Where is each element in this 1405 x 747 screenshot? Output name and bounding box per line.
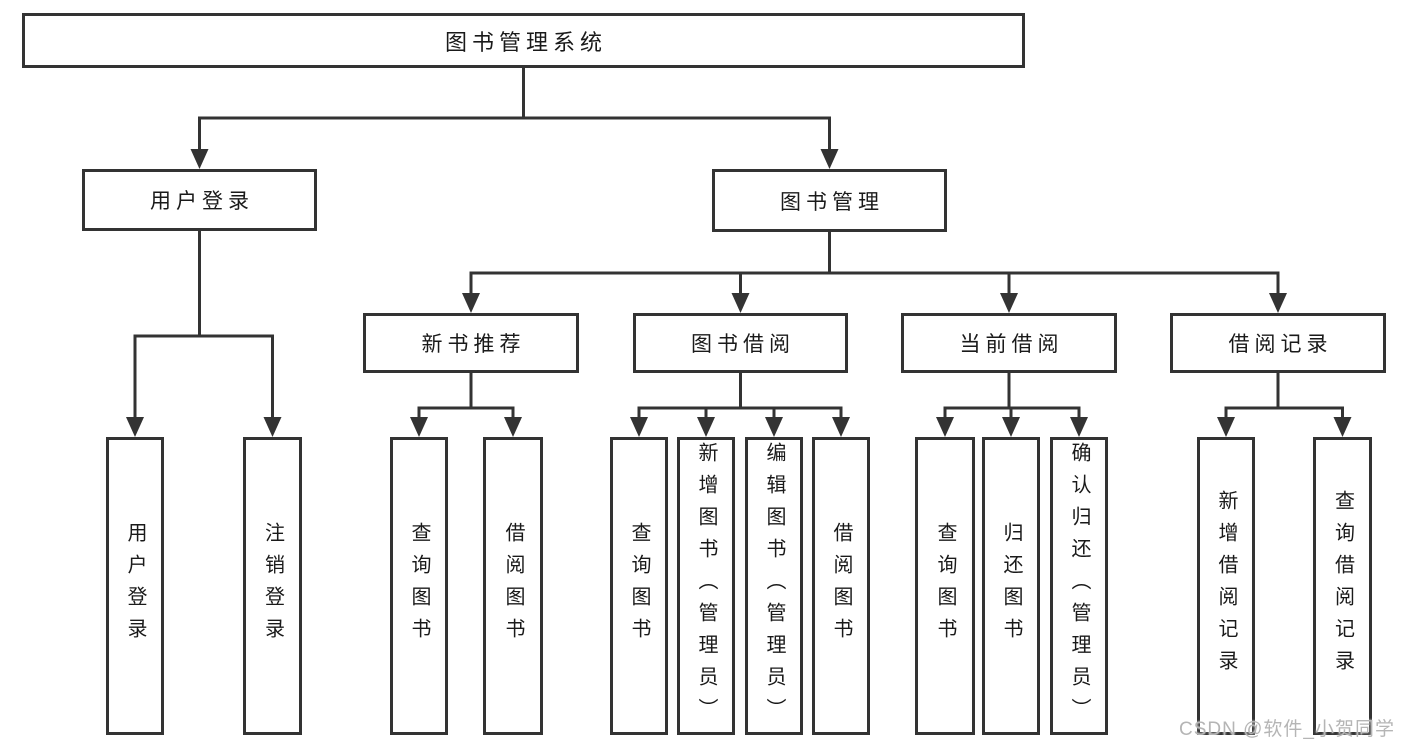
leaf-query-books: 查询图书 [390, 437, 448, 735]
node-label: 借阅图书 [830, 522, 852, 650]
node-label: 借阅图书 [502, 522, 524, 650]
node-label: 编辑图书（管理员） [763, 442, 785, 730]
node-label: 新增图书（管理员） [695, 442, 717, 730]
node-label: 查询图书 [408, 522, 430, 650]
node-label: 查询图书 [934, 522, 956, 650]
node-library-system: 图书管理系统 [22, 13, 1025, 68]
node-new-book-recommend: 新书推荐 [363, 313, 579, 373]
node-label: 用户登录 [124, 522, 146, 650]
node-label: 新书推荐 [421, 333, 526, 356]
node-book-borrow: 图书借阅 [633, 313, 848, 373]
leaf-borrow-books: 借阅图书 [812, 437, 870, 735]
leaf-edit-books-admin: 编辑图书（管理员） [745, 437, 803, 735]
node-label: 新增借阅记录 [1215, 490, 1237, 682]
leaf-query-books: 查询图书 [610, 437, 668, 735]
leaf-query-books: 查询图书 [915, 437, 975, 735]
node-label: 查询图书 [628, 522, 650, 650]
node-label: 图书管理系统 [444, 29, 607, 55]
node-label: 查询借阅记录 [1331, 490, 1354, 682]
node-user-login: 用户登录 [82, 169, 317, 231]
leaf-return-books: 归还图书 [982, 437, 1040, 735]
node-label: 归还图书 [1000, 522, 1022, 650]
node-label: 用户登录 [150, 190, 254, 213]
leaf-borrow-books: 借阅图书 [483, 437, 543, 735]
node-borrow-records: 借阅记录 [1170, 313, 1386, 373]
node-label: 确认归还（管理员） [1068, 442, 1090, 730]
leaf-user-login: 用户登录 [106, 437, 164, 735]
node-current-borrow: 当前借阅 [901, 313, 1117, 373]
node-label: 借阅记录 [1228, 333, 1333, 356]
node-label: 图书管理 [780, 190, 884, 214]
node-label: 图书借阅 [691, 333, 795, 356]
leaf-query-borrow-record: 查询借阅记录 [1313, 437, 1372, 735]
leaf-add-borrow-record: 新增借阅记录 [1197, 437, 1255, 735]
node-label: 注销登录 [261, 522, 284, 650]
leaf-confirm-return-admin: 确认归还（管理员） [1050, 437, 1108, 735]
csdn-watermark: CSDN @软件_小贺同学 [1179, 719, 1395, 740]
leaf-logout-login: 注销登录 [243, 437, 302, 735]
leaf-add-books-admin: 新增图书（管理员） [677, 437, 735, 735]
node-label: 当前借阅 [959, 333, 1064, 356]
node-book-management: 图书管理 [712, 169, 947, 232]
